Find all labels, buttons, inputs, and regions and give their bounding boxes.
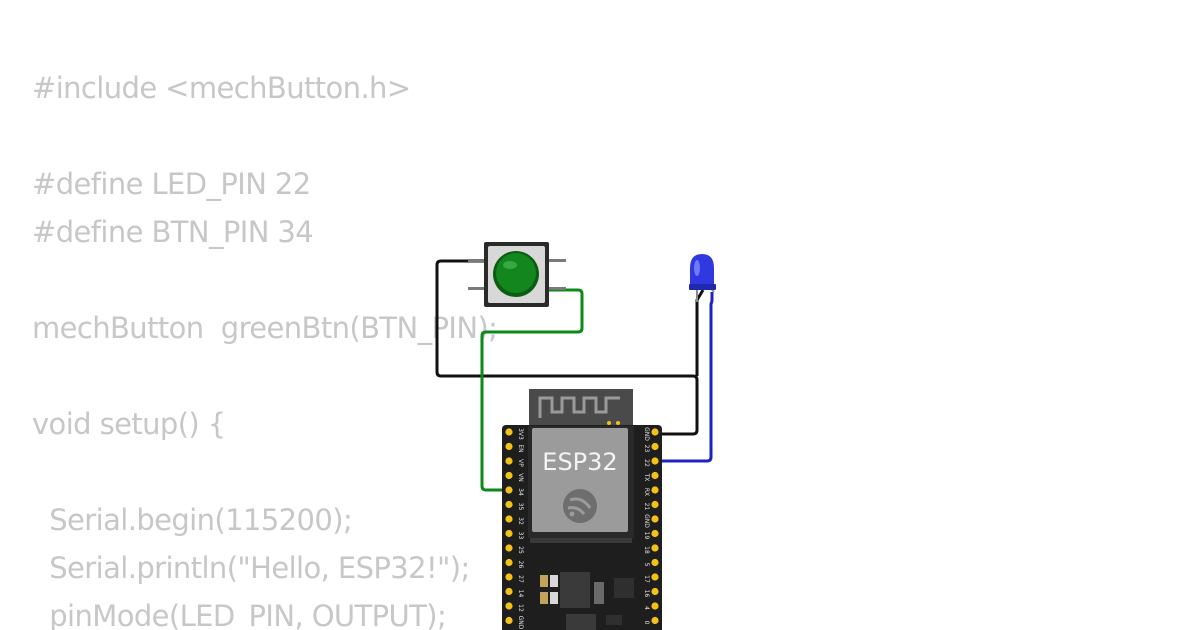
left-pin-14[interactable] xyxy=(505,587,513,596)
right-pin-23[interactable] xyxy=(651,442,659,451)
left-pin-label: 25 xyxy=(517,546,524,554)
right-pin-gnd[interactable] xyxy=(651,515,659,523)
right-pin-label: 23 xyxy=(643,445,650,453)
left-pin-label: 27 xyxy=(517,575,524,583)
antenna-trace xyxy=(538,396,620,418)
left-pin-12[interactable] xyxy=(505,602,513,610)
right-pin-label: 19 xyxy=(643,532,650,540)
left-pin-35[interactable] xyxy=(505,500,513,509)
left-pin-3v3[interactable] xyxy=(505,428,513,436)
black-wire-led[interactable] xyxy=(695,289,705,376)
green-wire[interactable] xyxy=(480,288,584,492)
left-pin-vp[interactable] xyxy=(505,457,513,465)
left-pin-27[interactable] xyxy=(505,573,513,581)
left-pin-label: VP xyxy=(517,459,524,467)
left-pin-label: 26 xyxy=(517,561,524,569)
right-pin-label: GND xyxy=(643,514,650,528)
right-pin-16[interactable] xyxy=(651,587,659,596)
left-pin-label: 35 xyxy=(517,503,524,511)
espressif-logo-icon xyxy=(563,489,597,523)
left-pin-label: 32 xyxy=(517,517,524,525)
left-pin-label: 12 xyxy=(517,604,524,612)
left-pin-32[interactable] xyxy=(505,515,513,523)
right-pin-17[interactable] xyxy=(651,573,659,581)
left-pin-label: GND xyxy=(517,616,524,630)
code-line-serial-begin: Serial.begin(115200); xyxy=(32,503,353,537)
right-pin-label: TX xyxy=(643,473,650,482)
push-button-icon[interactable] xyxy=(468,242,566,307)
left-pin-label: VN xyxy=(517,473,524,482)
code-line-serial-println: Serial.println("Hello, ESP32!"); xyxy=(32,551,470,585)
left-pin-label: EN xyxy=(517,444,524,452)
left-pin-34[interactable] xyxy=(505,486,513,494)
left-pin-label: 34 xyxy=(517,488,524,496)
right-pin-gnd[interactable] xyxy=(651,428,659,436)
right-pin-label: 17 xyxy=(643,575,650,583)
code-line-pinmode: pinMode(LED_PIN, OUTPUT); xyxy=(32,599,447,630)
right-pin-21[interactable] xyxy=(651,500,659,509)
black-wire-button[interactable] xyxy=(435,259,699,436)
left-pin-26[interactable] xyxy=(505,558,513,567)
right-pin-tx[interactable] xyxy=(651,471,659,480)
right-pin-label: 5 xyxy=(643,563,650,567)
code-line-setup: void setup() { xyxy=(32,407,226,441)
code-line-define-led: #define LED_PIN 22 xyxy=(32,167,311,201)
blue-led-icon[interactable] xyxy=(689,254,716,302)
left-pin-en[interactable] xyxy=(505,442,513,451)
right-pin-label: RX xyxy=(643,488,650,496)
left-pin-25[interactable] xyxy=(505,544,513,552)
code-line-include: #include <mechButton.h> xyxy=(32,71,411,105)
right-pin-19[interactable] xyxy=(651,529,659,538)
left-pin-label: 14 xyxy=(517,590,524,598)
right-pin-4[interactable] xyxy=(651,602,659,610)
left-pin-33[interactable] xyxy=(505,529,513,538)
right-pin-rx[interactable] xyxy=(651,486,659,494)
right-pin-label: 22 xyxy=(643,459,650,467)
right-pin-22[interactable] xyxy=(651,457,659,465)
blue-wire[interactable] xyxy=(655,292,714,463)
right-pin-label: 21 xyxy=(643,503,650,511)
left-pin-label: 3V3 xyxy=(517,428,524,440)
right-pin-label: 4 xyxy=(643,606,650,610)
right-pin-18[interactable] xyxy=(651,544,659,552)
right-pin-label: 0 xyxy=(643,621,650,625)
code-line-define-btn: #define BTN_PIN 34 xyxy=(32,215,314,249)
left-pin-gnd[interactable] xyxy=(505,616,513,625)
right-pin-0[interactable] xyxy=(651,616,659,625)
left-pin-label: 33 xyxy=(517,532,524,540)
right-pin-5[interactable] xyxy=(651,558,659,567)
right-pin-label: 16 xyxy=(643,590,650,598)
right-pin-label: GND xyxy=(643,427,650,441)
right-pin-label: 18 xyxy=(643,546,650,554)
board-label: ESP32 xyxy=(542,448,617,476)
code-line-button-decl: mechButton greenBtn(BTN_PIN); xyxy=(32,311,498,345)
left-pin-vn[interactable] xyxy=(505,471,513,480)
